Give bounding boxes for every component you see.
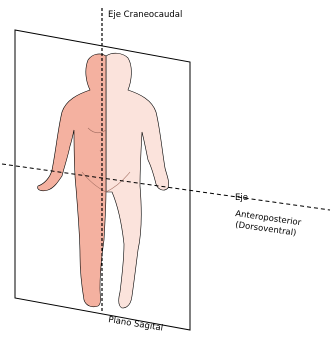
craneocaudal-axis-label: Eje Craneocaudal bbox=[108, 10, 182, 20]
anteroposterior-axis-label-line1: Eje bbox=[235, 193, 248, 203]
